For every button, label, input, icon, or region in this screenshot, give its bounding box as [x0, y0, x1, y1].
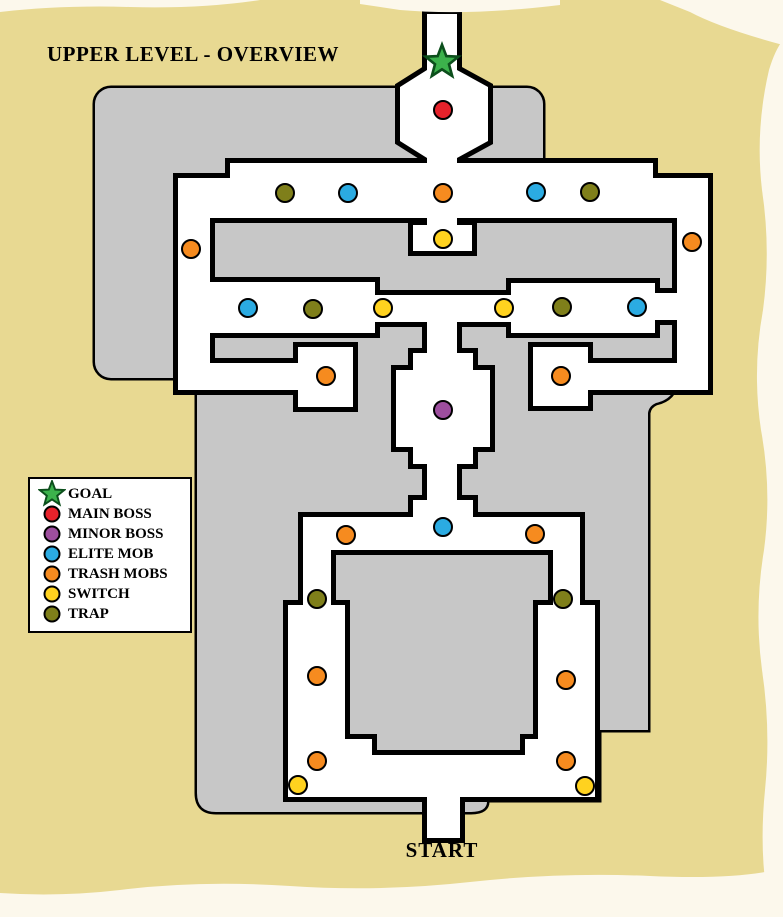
marker-elite_mob [338, 183, 358, 203]
marker-elite_mob [627, 297, 647, 317]
marker-main_boss [433, 100, 453, 120]
marker-trash_mobs [556, 670, 576, 690]
marker-trash_mobs [336, 525, 356, 545]
marker-trash_mobs [316, 366, 336, 386]
marker-trap [552, 297, 572, 317]
legend-item-main_boss: MAIN BOSS [36, 504, 186, 524]
legend-item-label: GOAL [68, 485, 113, 502]
minor_boss-dot-icon [36, 524, 68, 544]
legend-item-goal: GOAL [36, 480, 186, 506]
legend-item-label: SWITCH [68, 585, 130, 602]
marker-switch [373, 298, 393, 318]
legend-box: GOAL MAIN BOSS MINOR BOSS ELITE MOB TRASH MO… [28, 477, 192, 633]
marker-minor_boss [433, 400, 453, 420]
switch-dot-icon [36, 584, 68, 604]
marker-switch [575, 776, 595, 796]
marker-trap [580, 182, 600, 202]
marker-trash_mobs [556, 751, 576, 771]
main_boss-dot-icon [36, 504, 68, 524]
trap-dot-icon [36, 604, 68, 624]
marker-trap [303, 299, 323, 319]
elite_mob-dot-icon [36, 544, 68, 564]
legend-item-label: ELITE MOB [68, 545, 154, 562]
legend-item-label: TRAP [68, 605, 109, 622]
marker-trash_mobs [551, 366, 571, 386]
legend-item-label: MAIN BOSS [68, 505, 152, 522]
marker-trash_mobs [433, 183, 453, 203]
legend-item-label: MINOR BOSS [68, 525, 164, 542]
legend-item-trash_mobs: TRASH MOBS [36, 564, 186, 584]
marker-elite_mob [433, 517, 453, 537]
marker-trash_mobs [307, 751, 327, 771]
marker-trash_mobs [525, 524, 545, 544]
legend-item-minor_boss: MINOR BOSS [36, 524, 186, 544]
legend-item-elite_mob: ELITE MOB [36, 544, 186, 564]
start-label: START [405, 838, 479, 862]
marker-trash_mobs [307, 666, 327, 686]
marker-trap [553, 589, 573, 609]
trash_mobs-dot-icon [36, 564, 68, 584]
page-title: UPPER LEVEL - OVERVIEW [47, 42, 340, 66]
marker-trash_mobs [181, 239, 201, 259]
legend-item-label: TRASH MOBS [68, 565, 168, 582]
marker-switch [288, 775, 308, 795]
legend-item-trap: TRAP [36, 604, 186, 624]
marker-elite_mob [526, 182, 546, 202]
marker-trash_mobs [682, 232, 702, 252]
marker-switch [433, 229, 453, 249]
legend-item-switch: SWITCH [36, 584, 186, 604]
marker-switch [494, 298, 514, 318]
marker-trap [307, 589, 327, 609]
marker-trap [275, 183, 295, 203]
marker-elite_mob [238, 298, 258, 318]
markers-layer [181, 43, 702, 796]
